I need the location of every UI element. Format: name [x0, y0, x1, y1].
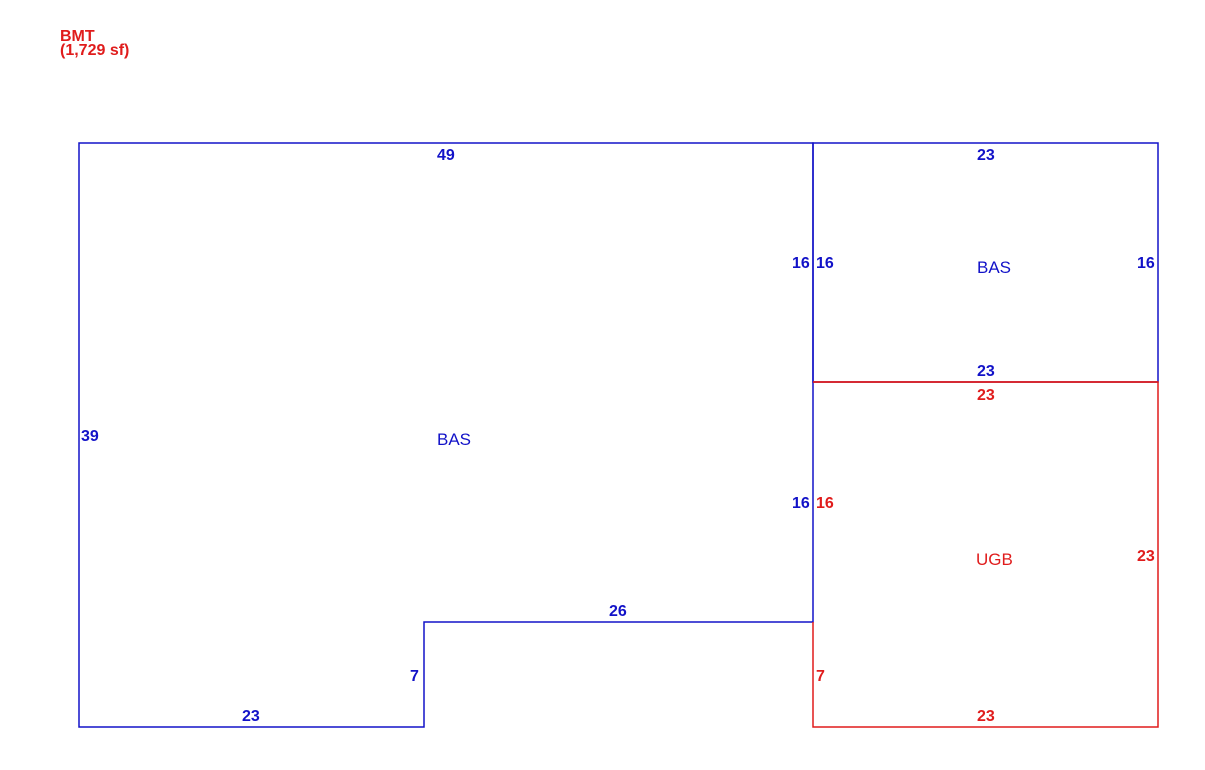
- area-label-bas-right: BAS: [977, 258, 1011, 277]
- dim-ugb-right: 23: [1137, 548, 1155, 565]
- dim-bas-main-notch-side: 7: [410, 668, 419, 685]
- dim-bas-main-bottom: 23: [242, 708, 260, 725]
- area-label-ugb: UGB: [976, 550, 1013, 569]
- dim-bas-right-right: 16: [1137, 255, 1155, 272]
- dim-bas-right-bottom: 23: [977, 363, 995, 380]
- sketch-total-area: (1,729 sf): [60, 42, 129, 59]
- dim-ugb-left-lower: 7: [816, 668, 825, 685]
- dim-bas-right-left: 16: [816, 255, 834, 272]
- dim-bas-main-top: 49: [437, 147, 455, 164]
- dim-bas-right-top: 23: [977, 147, 995, 164]
- dim-ugb-top: 23: [977, 387, 995, 404]
- dim-bas-main-notch-top: 26: [609, 603, 627, 620]
- dim-bas-main-right-lower: 16: [792, 495, 810, 512]
- area-label-bas-main: BAS: [437, 430, 471, 449]
- dim-bas-main-right-upper: 16: [792, 255, 810, 272]
- dim-bas-main-left: 39: [81, 428, 99, 445]
- dim-ugb-left-upper: 16: [816, 495, 834, 512]
- sketch-title: BMT: [60, 28, 95, 45]
- dim-ugb-bottom: 23: [977, 708, 995, 725]
